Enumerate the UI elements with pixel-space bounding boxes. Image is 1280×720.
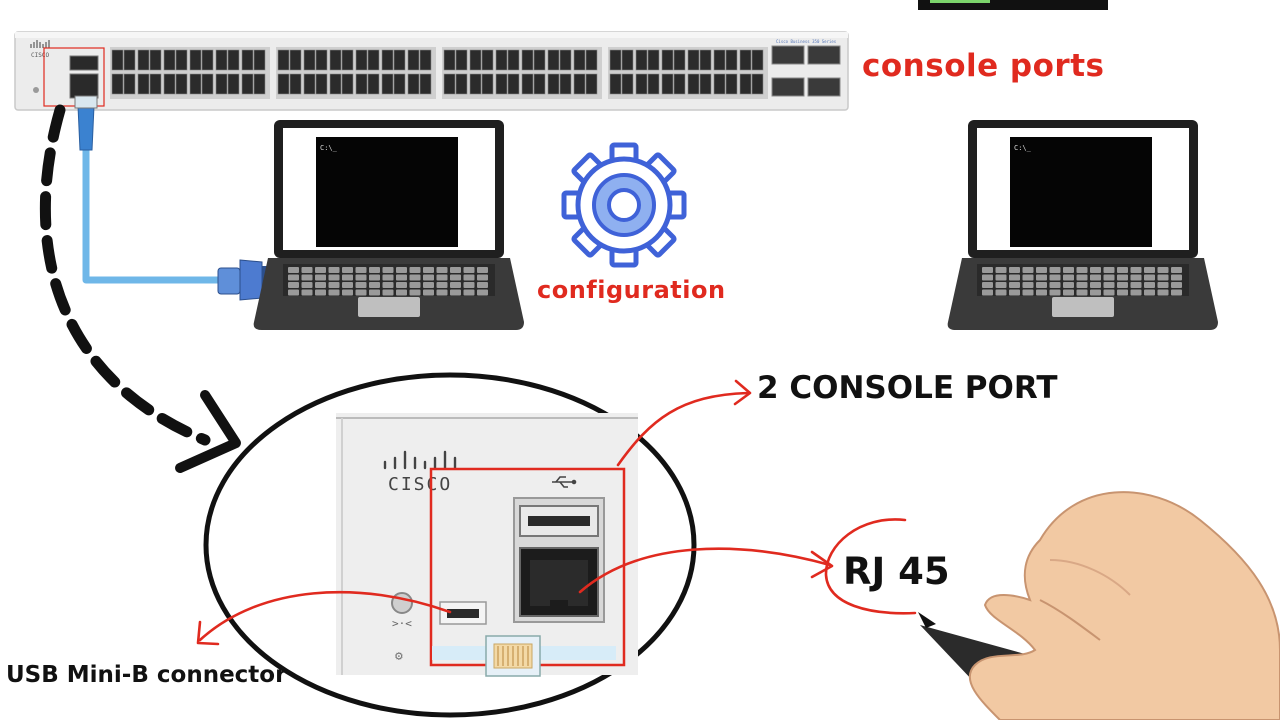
rj45-plug — [485, 635, 541, 677]
rj45-label: RJ 45 — [843, 550, 950, 593]
trackpad-left — [358, 297, 420, 317]
configuration-label: configuration — [537, 276, 726, 304]
trackpad-right — [1052, 297, 1114, 317]
usb-mini-b-label: USB Mini-B connector — [6, 662, 287, 688]
switch-model-text: Cisco Business 350 Series — [776, 39, 837, 44]
switch-cisco-logo: CISCO — [30, 40, 50, 59]
rj45-circle — [824, 518, 917, 615]
zoomed-cisco-logo: CISCO — [383, 450, 457, 495]
laptop-left: C:\_ — [253, 120, 524, 330]
svg-text:>·<: >·< — [392, 617, 412, 630]
terminal-prompt-right: C:\_ — [1014, 144, 1032, 152]
switch-usb-port — [69, 55, 99, 71]
reset-icon: ⚙ — [395, 649, 403, 664]
dashed-arrow — [39, 104, 241, 473]
switch-front-panel: CISCO Cisco Business 350 Series — [14, 31, 849, 111]
terminal-screen-left — [316, 137, 458, 247]
switch-sfp-ports — [771, 45, 841, 97]
switch-rj45-console-port — [69, 73, 99, 99]
top-edge-accent — [930, 0, 990, 3]
terminal-screen-right — [1010, 137, 1152, 247]
two-console-port-label: 2 CONSOLE PORT — [757, 370, 1058, 406]
zoomed-console-panel: CISCO >·< ⚙ — [336, 413, 638, 677]
terminal-prompt-left: C:\_ — [320, 144, 338, 152]
hand-with-pen — [918, 491, 1280, 720]
switch-console-highlight — [43, 47, 105, 107]
switch-led — [33, 87, 39, 93]
annotation-arrows — [196, 379, 917, 646]
zoomed-brand-text: CISCO — [388, 474, 452, 495]
arrow-to-rj45 — [578, 547, 832, 594]
console-ports-label: console ports — [862, 48, 1105, 84]
arrow-to-two-console-port — [616, 391, 750, 467]
console-cable — [74, 95, 272, 301]
gear-icon — [561, 142, 687, 268]
arrow-to-usb-mini-b — [198, 590, 452, 642]
switch-port-banks — [110, 47, 768, 99]
switch-brand-text: CISCO — [31, 52, 49, 59]
top-edge-bar — [918, 0, 1108, 10]
laptop-right: C:\_ — [947, 120, 1218, 330]
usb-symbol-icon — [552, 476, 577, 488]
